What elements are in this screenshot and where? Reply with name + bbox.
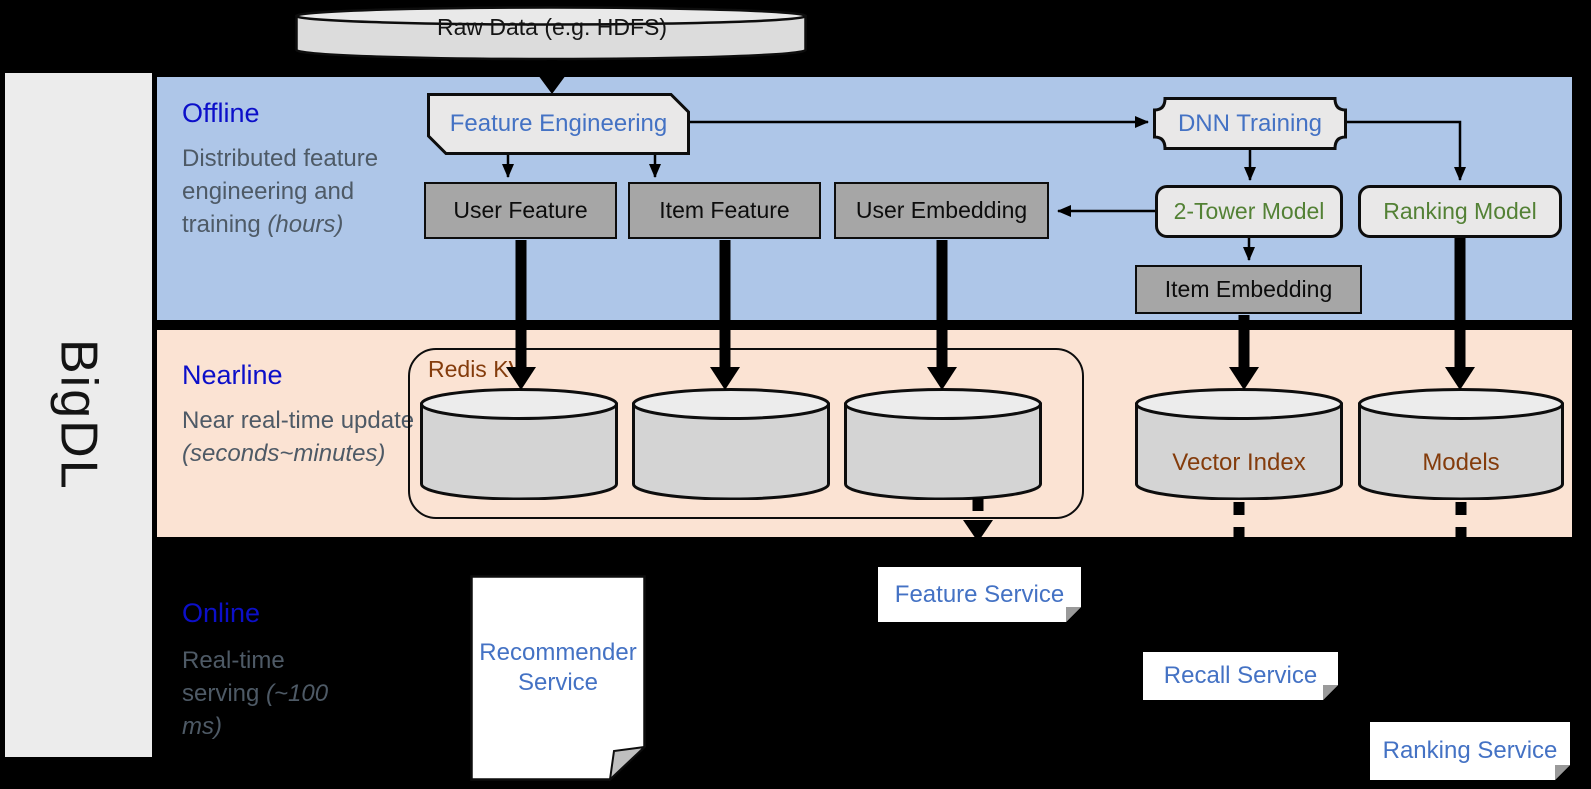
recall-service-label: Recall Service — [1163, 662, 1318, 689]
vector-index-cylinder: Vector Index — [1135, 388, 1343, 501]
bigdl-sidebar: BigDL — [5, 73, 152, 757]
two-tower-model-node: 2-Tower Model — [1155, 185, 1343, 238]
user-feature-label: User Feature — [453, 197, 588, 223]
feature-engineering-label: Feature Engineering — [449, 110, 668, 137]
recommender-service-node: Recommender Service — [470, 575, 646, 781]
user-embedding-label: User Embedding — [855, 197, 1028, 223]
user-embedding-node: User Embedding — [834, 182, 1049, 239]
recall-service-node: Recall Service — [1143, 652, 1338, 700]
offline-desc: Distributed feature engineering and trai… — [182, 145, 379, 238]
user-feature-node: User Feature — [424, 182, 617, 239]
feature-service-label: Feature Service — [894, 580, 1065, 608]
item-embedding-node: Item Embedding — [1135, 265, 1362, 314]
two-tower-model-label: 2-Tower Model — [1173, 198, 1325, 224]
ranking-model-label: Ranking Model — [1383, 198, 1537, 224]
ranking-model-node: Ranking Model — [1358, 185, 1562, 238]
nearline-desc: Near real-time update (seconds~minutes) — [182, 407, 415, 467]
vector-index-label: Vector Index — [1172, 449, 1306, 476]
online-desc: Real-time serving (~100 ms) — [182, 647, 329, 740]
folded-corner-icon — [1555, 765, 1570, 780]
redis-cylinder-3 — [844, 388, 1042, 501]
redis-cylinder-2 — [632, 388, 830, 501]
nearline-title: Nearline — [182, 360, 283, 390]
models-label: Models — [1422, 449, 1500, 476]
raw-data-cylinder — [295, 6, 807, 62]
item-feature-label: Item Feature — [659, 197, 790, 223]
redis-cylinder-1 — [420, 388, 618, 501]
redis-kv-label: Redis KV — [428, 356, 524, 382]
item-embedding-label: Item Embedding — [1164, 276, 1333, 302]
ranking-service-node: Ranking Service — [1370, 722, 1570, 780]
ranking-service-label: Ranking Service — [1382, 737, 1558, 764]
online-title: Online — [182, 598, 261, 628]
dnn-training-node: DNN Training — [1153, 97, 1347, 150]
offline-title: Offline — [182, 98, 260, 128]
dnn-training-label: DNN Training — [1177, 109, 1323, 137]
bigdl-label: BigDL — [49, 339, 108, 491]
folded-corner-icon — [1323, 685, 1338, 700]
recommender-service-label: Recommender Service — [479, 639, 637, 696]
feature-engineering-node: Feature Engineering — [427, 93, 690, 155]
raw-data-label: Raw Data (e.g. HDFS) — [436, 14, 668, 40]
item-feature-node: Item Feature — [628, 182, 821, 239]
feature-service-node: Feature Service — [878, 567, 1081, 622]
models-cylinder: Models — [1358, 388, 1564, 501]
folded-corner-icon — [1066, 607, 1081, 622]
